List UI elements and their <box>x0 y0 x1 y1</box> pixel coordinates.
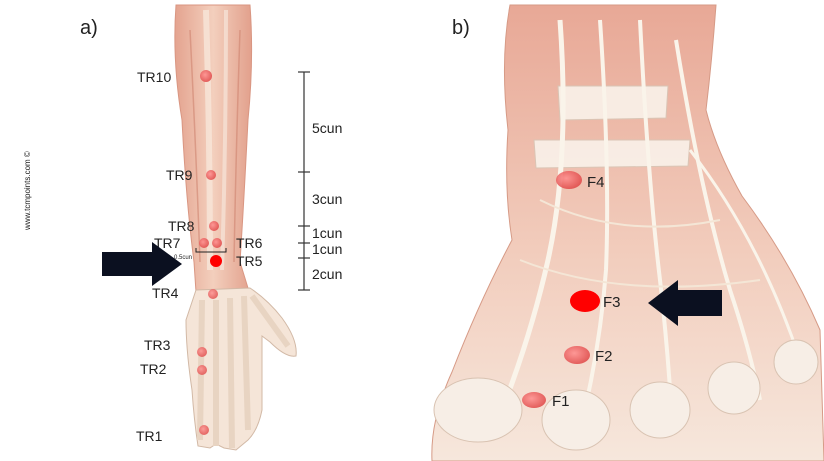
point-tr1 <box>199 425 209 435</box>
retinaculum-upper <box>558 86 668 120</box>
panel-b-label: b) <box>452 17 470 39</box>
label-half-cun: 0.5cun <box>174 255 192 261</box>
label-tr1: TR1 <box>136 428 163 444</box>
point-tr2 <box>197 365 207 375</box>
point-tr7 <box>199 238 209 248</box>
label-tr5: TR5 <box>236 253 263 269</box>
toe-4 <box>708 362 760 414</box>
point-tr4 <box>208 289 218 299</box>
label-f1: F1 <box>552 393 570 410</box>
hand-bone-4 <box>244 296 248 430</box>
foot-illustration <box>432 5 824 461</box>
point-f4 <box>556 171 582 189</box>
point-tr9 <box>206 170 216 180</box>
label-tr2: TR2 <box>140 361 167 377</box>
scale-label-2cun: 2cun <box>312 266 342 282</box>
hand-bone-3 <box>230 298 232 448</box>
toe-5 <box>774 340 818 384</box>
point-tr5 <box>210 255 222 267</box>
scale-label-3cun: 3cun <box>312 191 342 207</box>
label-tr6: TR6 <box>236 235 263 251</box>
retinaculum-lower <box>534 140 690 168</box>
panel-a: a) www.tcmpoints.com © <box>23 5 342 450</box>
label-f2: F2 <box>595 348 613 365</box>
panel-a-label: a) <box>80 17 98 39</box>
scale-label-1cun-a: 1cun <box>312 225 342 241</box>
point-f3 <box>570 290 600 312</box>
label-tr8: TR8 <box>168 218 195 234</box>
point-f2 <box>564 346 590 364</box>
label-tr3: TR3 <box>144 337 171 353</box>
scale-label-1cun-b: 1cun <box>312 241 342 257</box>
panel-b: b) F4 F3 F2 <box>432 5 824 461</box>
point-f1 <box>522 392 546 408</box>
toe-3 <box>630 382 690 438</box>
label-f4: F4 <box>587 174 605 191</box>
label-tr9: TR9 <box>166 167 193 183</box>
point-tr10 <box>200 70 212 82</box>
scale-label-5cun: 5cun <box>312 120 342 136</box>
label-tr4: TR4 <box>152 285 179 301</box>
watermark: www.tcmpoints.com © <box>23 151 32 231</box>
point-tr3 <box>197 347 207 357</box>
label-tr10: TR10 <box>137 69 171 85</box>
cun-scale <box>298 72 310 290</box>
label-f3: F3 <box>603 294 621 311</box>
toe-1 <box>434 378 522 442</box>
point-tr6 <box>212 238 222 248</box>
point-tr8 <box>209 221 219 231</box>
